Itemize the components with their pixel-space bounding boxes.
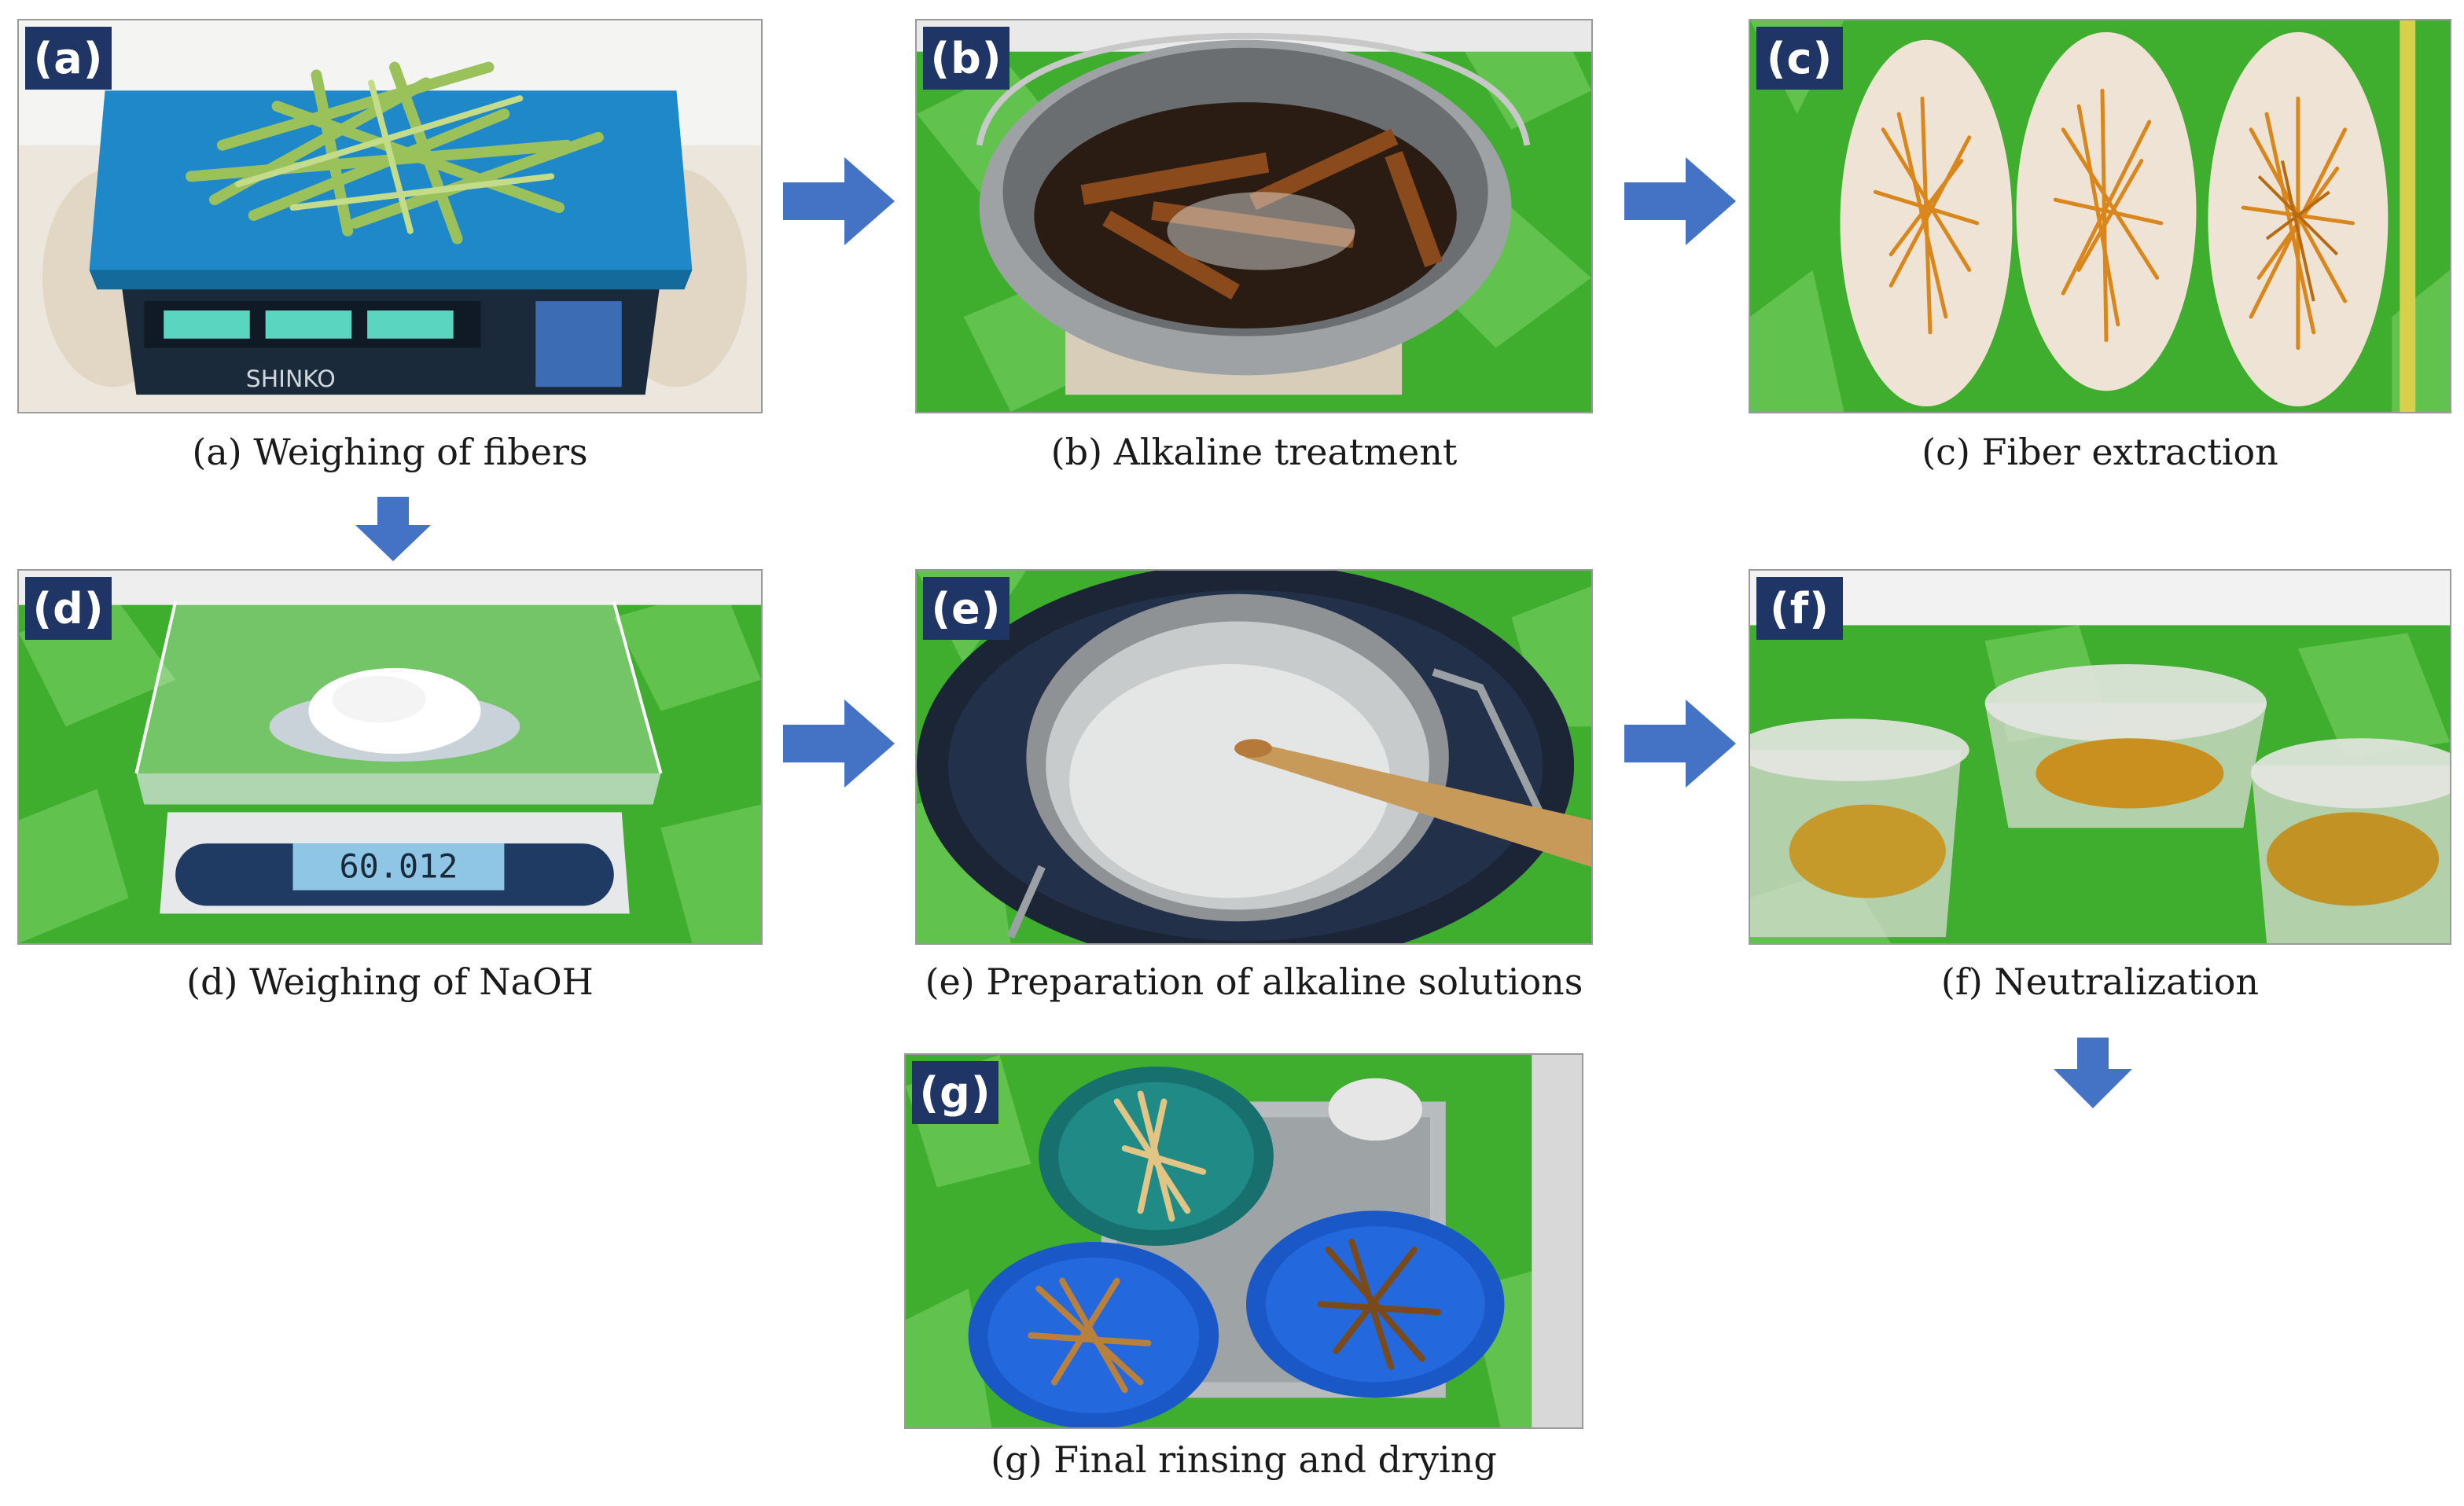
pot-alkaline-treatment-illustration (917, 20, 1591, 412)
step-badge: (a) (25, 27, 112, 90)
photo-alkaline-treatment: (b) (915, 19, 1593, 413)
arrow-down-icon (355, 497, 431, 561)
arrow-right-icon (783, 157, 895, 245)
caption-alkaline-solution-prep: (e) Preparation of alkaline solutions (925, 961, 1583, 1003)
step-badge: (f) (1756, 577, 1843, 640)
photo-alkaline-solution-prep: (e) (915, 569, 1593, 945)
baskets-drying-illustration (906, 1055, 1582, 1427)
caption-fiber-extraction: (c) Fiber extraction (1922, 431, 2278, 473)
balance-readout: 60.012 (339, 847, 458, 886)
containers-neutralization-illustration (1750, 571, 2450, 943)
step-badge: (g) (912, 1061, 998, 1124)
step-badge: (c) (1756, 27, 1843, 90)
photo-neutralization: (f) (1749, 569, 2451, 945)
balance-naoh-illustration: 60.012 (19, 571, 761, 943)
plates-fibers-illustration (1750, 20, 2450, 412)
arrow-right-icon (1624, 157, 1736, 245)
scale-with-fibers-illustration: SHINKO (19, 20, 761, 412)
caption-weighing-naoh: (d) Weighing of NaOH (186, 961, 594, 1003)
photo-weighing-naoh: 60.012 (d) (17, 569, 763, 945)
pot-stirring-illustration (917, 571, 1591, 943)
photo-weighing-fibers: SHINKO (a) (17, 19, 763, 413)
arrow-right-icon (783, 700, 895, 788)
photo-fiber-extraction: (c) (1749, 19, 2451, 413)
caption-rinsing-drying: (g) Final rinsing and drying (991, 1438, 1497, 1481)
step-badge: (e) (923, 577, 1010, 640)
arrow-down-icon (2054, 1038, 2132, 1108)
scale-brand-label: SHINKO (246, 365, 336, 393)
caption-alkaline-treatment: (b) Alkaline treatment (1050, 431, 1458, 473)
caption-neutralization: (f) Neutralization (1940, 961, 2260, 1003)
caption-weighing-fibers: (a) Weighing of fibers (192, 431, 588, 473)
step-badge: (d) (25, 577, 112, 640)
arrow-right-icon (1624, 700, 1736, 788)
photo-rinsing-drying: (g) (904, 1053, 1583, 1429)
step-badge: (b) (923, 27, 1010, 90)
